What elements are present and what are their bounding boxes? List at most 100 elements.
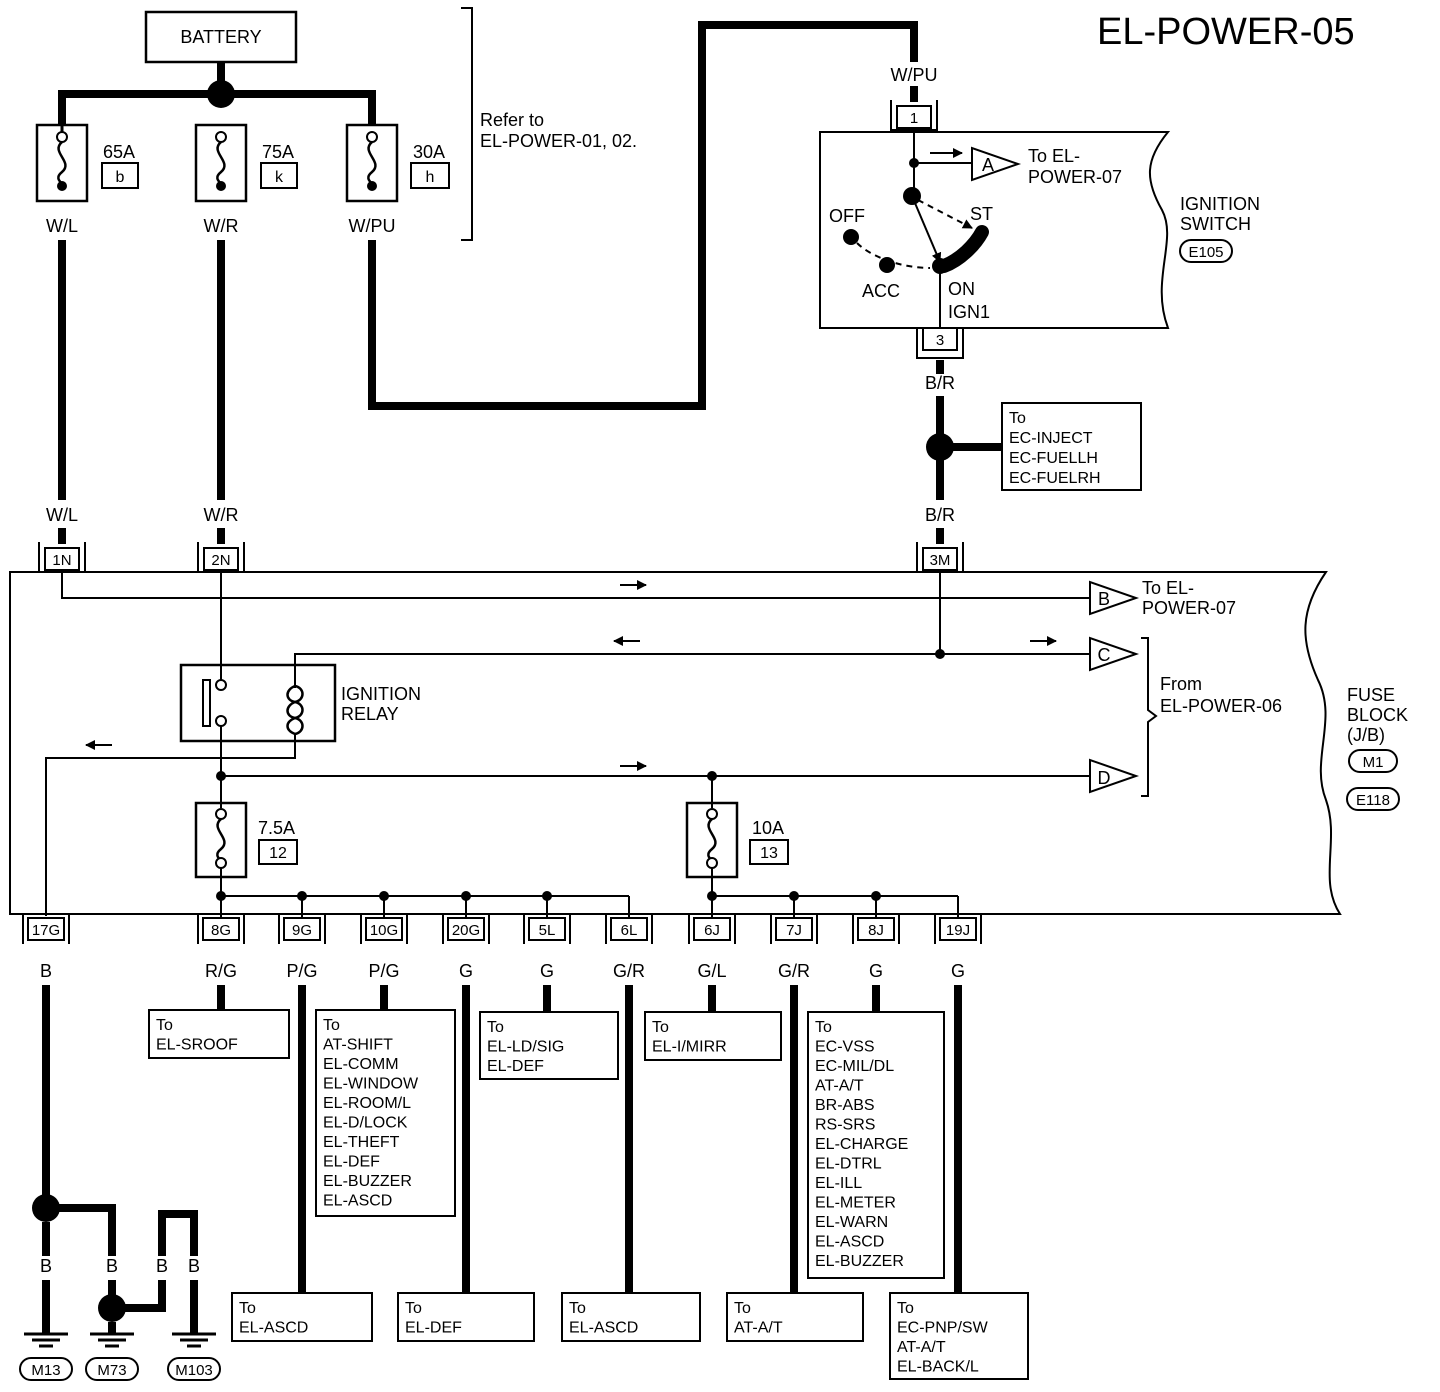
fusible-link-b-id: b (116, 169, 125, 186)
jump-d: D (1089, 758, 1140, 794)
dest-box-7-line-0: To (569, 1300, 586, 1317)
dest-box-1: ToAT-SHIFTEL-COMMEL-WINDOWEL-ROOM/LEL-D/… (315, 1009, 456, 1217)
dest-box-8-line-0: To (734, 1300, 751, 1317)
ec-ref-2: EC-FUELLH (1009, 450, 1098, 467)
fb-wire-10-label: G (951, 961, 965, 981)
from-note-line1: From (1160, 674, 1202, 694)
relay-label-1: IGNITION (341, 684, 421, 704)
switch-pos-ign1: IGN1 (948, 302, 990, 322)
fb-pin-9-label: 8J (868, 922, 884, 939)
dest-box-4-line-1: EC-VSS (815, 1039, 875, 1056)
ignition-relay (179, 663, 337, 743)
refer-note-line1: Refer to (480, 110, 544, 130)
dest-box-4-line-10: EL-WARN (815, 1214, 888, 1231)
fb-pin-5-label: 5L (539, 922, 556, 939)
dest-box-2-line-0: To (487, 1019, 504, 1036)
ground-wire-b-1: B (40, 1256, 52, 1276)
ec-ref-1: EC-INJECT (1009, 430, 1093, 447)
fb-pin-2-label: 9G (292, 922, 312, 939)
dest-box-4-line-12: EL-BUZZER (815, 1253, 904, 1270)
dest-box-9-line-3: EL-BACK/L (897, 1359, 979, 1376)
connector-e105-label: E105 (1188, 244, 1223, 261)
fb-wire-2-label: P/G (286, 961, 317, 981)
dest-box-4: ToEC-VSSEC-MIL/DLAT-A/TBR-ABSRS-SRSEL-CH… (807, 1011, 945, 1279)
dest-box-4-line-0: To (815, 1019, 832, 1036)
ground-1-label: M73 (97, 1362, 126, 1379)
connector-e118: E118 (1346, 787, 1400, 811)
connector-e118-label: E118 (1356, 792, 1390, 809)
wire-wpu (368, 21, 918, 410)
fuse-block-label-1: FUSE (1347, 685, 1395, 705)
fb-pin-7: 6JG/L (688, 914, 736, 981)
connector-m1: M1 (1348, 749, 1398, 773)
connector-m1-label: M1 (1363, 754, 1384, 771)
fb-pin-4-label: 20G (452, 922, 480, 939)
wire-wr-bottom: W/R (204, 505, 239, 525)
jump-c: C (1089, 636, 1140, 672)
jump-a-line1: To EL- (1028, 146, 1080, 166)
dest-box-9-line-1: EC-PNP/SW (897, 1320, 989, 1337)
dest-box-4-line-4: BR-ABS (815, 1097, 875, 1114)
wire-br-top: B/R (925, 373, 955, 393)
wire-wpu-top: W/PU (349, 216, 396, 236)
dest-box-0-line-1: EL-SROOF (156, 1037, 238, 1054)
fb-wire-8-label: G/R (778, 961, 810, 981)
fb-pin-7-label: 6J (704, 922, 720, 939)
dest-box-1-line-3: EL-WINDOW (323, 1076, 419, 1093)
dest-box-1-line-5: EL-D/LOCK (323, 1115, 408, 1132)
jump-c-letter: C (1098, 645, 1111, 665)
fuse-block-label-3: (J/B) (1347, 725, 1385, 745)
fb-pin-6: 6LG/R (605, 914, 653, 981)
dest-box-9-line-2: AT-A/T (897, 1339, 946, 1356)
ground-0-label: M13 (31, 1362, 60, 1379)
fb-pin-1n: 1N (38, 542, 86, 572)
dest-box-9-line-0: To (897, 1300, 914, 1317)
ground-1: M73 (85, 1332, 139, 1381)
ec-ref-to: To (1009, 410, 1026, 427)
fusible-link-h-id: h (426, 169, 435, 186)
jump-b-line2: POWER-07 (1142, 598, 1236, 618)
destination-boxes: ToEL-SROOFToAT-SHIFTEL-COMMEL-WINDOWEL-R… (148, 1009, 1029, 1380)
jump-b: B (1089, 580, 1140, 616)
jump-b-letter: B (1098, 589, 1110, 609)
dest-box-2-line-1: EL-LD/SIG (487, 1039, 564, 1056)
fusible-link-b: 65A b W/L (35, 123, 139, 236)
wire-br-bottom: B/R (925, 505, 955, 525)
dest-box-1-line-8: EL-BUZZER (323, 1173, 412, 1190)
fuse-block-body (9, 571, 1342, 915)
wire-wl-bottom: W/L (46, 505, 78, 525)
wire-wr-top: W/R (204, 216, 239, 236)
dest-box-1-line-2: EL-COMM (323, 1056, 399, 1073)
fb-pin-8: 7JG/R (770, 914, 818, 981)
dest-box-1-line-1: AT-SHIFT (323, 1037, 393, 1054)
dest-box-1-line-7: EL-DEF (323, 1154, 380, 1171)
fb-pin-0-label: 17G (32, 922, 60, 939)
switch-pos-on: ON (948, 279, 975, 299)
fuse-13-id: 13 (760, 845, 778, 862)
dest-box-4-line-2: EC-MIL/DL (815, 1058, 894, 1075)
fb-wire-0-label: B (40, 961, 52, 981)
switch-pin-1-label: 1 (910, 110, 918, 127)
fb-wire-6-label: G/R (613, 961, 645, 981)
dest-box-1-line-6: EL-THEFT (323, 1134, 400, 1151)
switch-pos-off: OFF (829, 206, 865, 226)
dest-box-3-line-0: To (652, 1019, 669, 1036)
fusible-link-k-amp: 75A (262, 142, 294, 162)
fusible-link-k: 75A k W/R (194, 123, 298, 236)
fb-pin-5: 5LG (523, 914, 571, 981)
fb-wire-3-label: P/G (368, 961, 399, 981)
ground-wire-b-4: B (188, 1256, 200, 1276)
switch-pos-acc: ACC (862, 281, 900, 301)
fb-pin-2: 9G P/G (278, 914, 326, 981)
dest-box-0-line-0: To (156, 1017, 173, 1034)
connector-e105: E105 (1179, 239, 1233, 263)
from-note-line2: EL-POWER-06 (1160, 696, 1282, 716)
dest-box-3-line-1: EL-I/MIRR (652, 1039, 727, 1056)
ignition-switch-label-1: IGNITION (1180, 194, 1260, 214)
